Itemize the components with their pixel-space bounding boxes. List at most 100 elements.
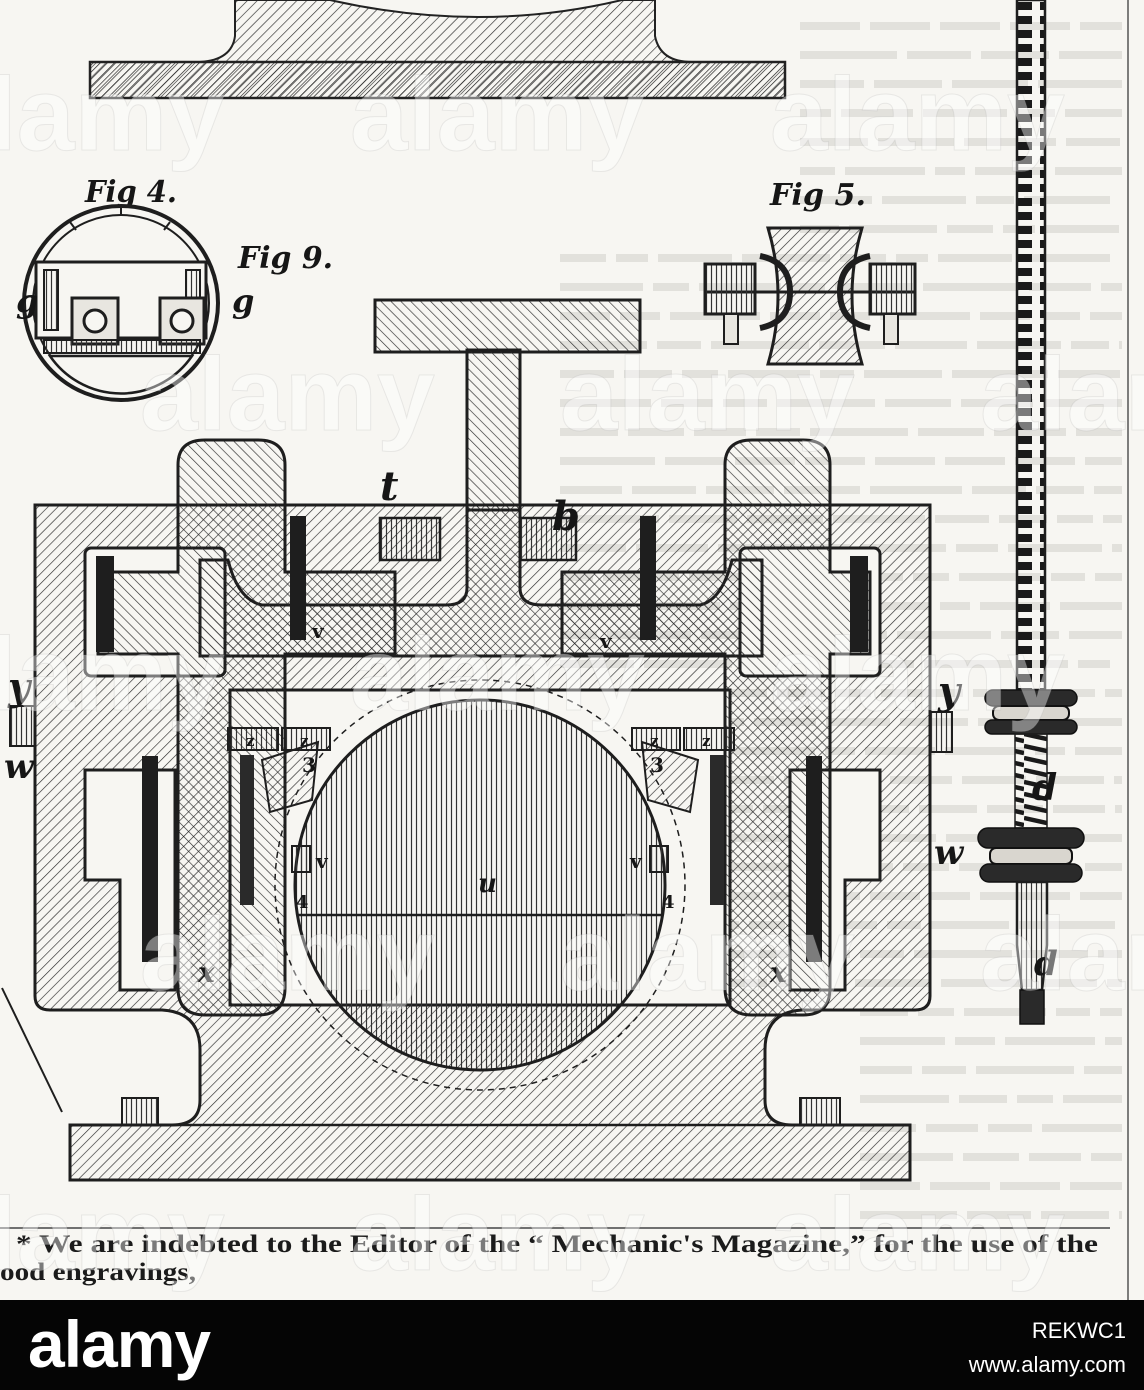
fig9-key-v-right <box>640 516 656 640</box>
bleed-through-text-line <box>1022 254 1110 262</box>
bleed-through-text-line <box>1005 1037 1095 1045</box>
bleed-through-text-line <box>1115 805 1122 813</box>
bleed-through-text-line <box>1035 747 1065 755</box>
bleed-through-text-line <box>1053 805 1105 813</box>
bleed-through-text-line <box>1064 718 1122 726</box>
bleed-through-text-line <box>860 1182 920 1190</box>
bleed-through-text-line <box>756 428 800 436</box>
label-v-top-right: v <box>599 629 613 653</box>
bleed-through-text-line <box>560 254 606 262</box>
bleed-through-text-line <box>1100 1008 1122 1016</box>
label-v-top-left: v <box>311 619 325 643</box>
label-4-left: 4 <box>296 892 309 913</box>
label-3-right: 3 <box>650 753 664 777</box>
bleed-through-text-line <box>885 399 951 407</box>
label-g-left: g <box>16 282 38 320</box>
bleed-through-text-line <box>1065 109 1122 117</box>
bleed-through-text-line <box>1076 428 1122 436</box>
label-w-right: w <box>934 833 965 873</box>
bleed-through-text-line <box>1084 1066 1122 1074</box>
bleed-through-text-line <box>616 254 648 262</box>
bleed-through-text-line <box>1091 1153 1122 1161</box>
bleed-through-text-line <box>967 1211 1031 1219</box>
bleed-through-text-line <box>1057 515 1093 523</box>
bleed-through-text-line <box>1042 1124 1122 1132</box>
alamy-logo: alamy <box>28 1307 211 1381</box>
fig9-base-stud-right <box>799 1097 841 1126</box>
fig4-bolt-right-hole <box>169 308 195 334</box>
bleed-through-text-line <box>1019 921 1115 929</box>
label-d-lower: d <box>1034 944 1058 984</box>
rod-end-nut <box>1019 989 1045 1025</box>
bleed-through-text-line <box>895 341 967 349</box>
bleed-through-text-line <box>941 979 1033 987</box>
fig9-key-upper-right-outer <box>850 556 868 652</box>
bleed-through-text-line <box>653 283 689 291</box>
bleed-through-text-line <box>1024 196 1110 204</box>
bleed-through-text-line <box>963 1153 1019 1161</box>
figure-9: Fig 9. <box>1 241 965 1182</box>
label-u: u <box>478 869 497 899</box>
bleed-through-text-line <box>800 22 860 30</box>
bleed-through-text-line <box>980 312 1030 320</box>
bleed-through-text-line <box>952 80 1028 88</box>
bleed-through-text-line <box>1103 515 1122 523</box>
bleed-through-text-line <box>1070 1182 1122 1190</box>
bleed-through-text-line <box>860 1037 945 1045</box>
bleed-through-text-line <box>959 573 1041 581</box>
bleed-through-text-line <box>1085 863 1122 871</box>
watermark-text: alamy <box>140 897 435 1013</box>
label-g-right: g <box>232 282 254 320</box>
bleed-through-text-line <box>1119 1211 1122 1219</box>
alamy-watermark: alamy alamy alamy alamy alamy alamy alam… <box>0 57 1144 1294</box>
label-x-right: x <box>769 956 787 989</box>
fig9-small-key-v-left <box>291 845 311 873</box>
bleed-through-text-line <box>875 457 935 465</box>
footnote-line-2: ood engravings, <box>0 1259 196 1286</box>
bleed-through-text-line <box>962 776 1026 784</box>
bleed-through-text-line <box>810 428 908 436</box>
rod-spring-coil <box>1014 733 1048 829</box>
bleed-through-text-line <box>1038 80 1122 88</box>
bleed-through-text-line <box>1062 834 1122 842</box>
label-v-low-left: v <box>315 849 329 873</box>
watermark-text: alamy <box>0 57 225 173</box>
bleed-through-text-line <box>860 1066 912 1074</box>
bleed-through-text-line <box>959 1095 1007 1103</box>
figure-4: Fig 4. g g <box>16 175 254 402</box>
alamy-url[interactable]: www.alamy.com <box>968 1352 1126 1377</box>
figure-4-caption: Fig 4. <box>84 175 177 210</box>
bleed-through-text-line <box>1101 283 1122 291</box>
bleed-through-text-line <box>930 892 970 900</box>
bleed-through-text-line <box>940 22 1000 30</box>
bleed-through-text-line <box>1036 776 1104 784</box>
bleed-through-text-line <box>1090 312 1122 320</box>
bleed-through-text-line <box>1066 138 1120 146</box>
bleed-through-text-line <box>800 80 864 88</box>
bleed-through-text-line <box>880 312 970 320</box>
label-v-low-right: v <box>629 849 643 873</box>
fig9-outer-diagonal <box>1 987 63 1113</box>
bleed-through-text-line <box>1094 486 1122 494</box>
bleed-through-text-line <box>938 254 1012 262</box>
fig9-wedge-3-right <box>640 740 700 814</box>
bleed-through-text-line <box>1105 1037 1122 1045</box>
label-4-right: 4 <box>662 892 675 913</box>
bleed-through-text-line <box>1105 689 1122 697</box>
bleed-through-text-line <box>711 341 809 349</box>
bleed-through-text-line <box>1080 22 1122 30</box>
bleed-through-text-line <box>1078 660 1110 668</box>
bleed-through-text-line <box>560 457 655 465</box>
bleed-through-text-line <box>918 1008 954 1016</box>
bleed-through-text-line <box>805 457 865 465</box>
bleed-through-text-line <box>1112 544 1122 552</box>
bleed-through-text-line <box>870 486 962 494</box>
bleed-through-text-line <box>864 370 942 378</box>
bleed-through-text-line <box>923 283 1019 291</box>
bleed-through-text-line <box>924 660 1012 668</box>
bleed-through-text-line <box>945 747 1025 755</box>
bleed-through-text-line <box>1041 1211 1109 1219</box>
fig4-band-end-left <box>43 269 59 331</box>
bleed-through-text-line <box>845 167 925 175</box>
bleed-through-text-line <box>682 370 718 378</box>
